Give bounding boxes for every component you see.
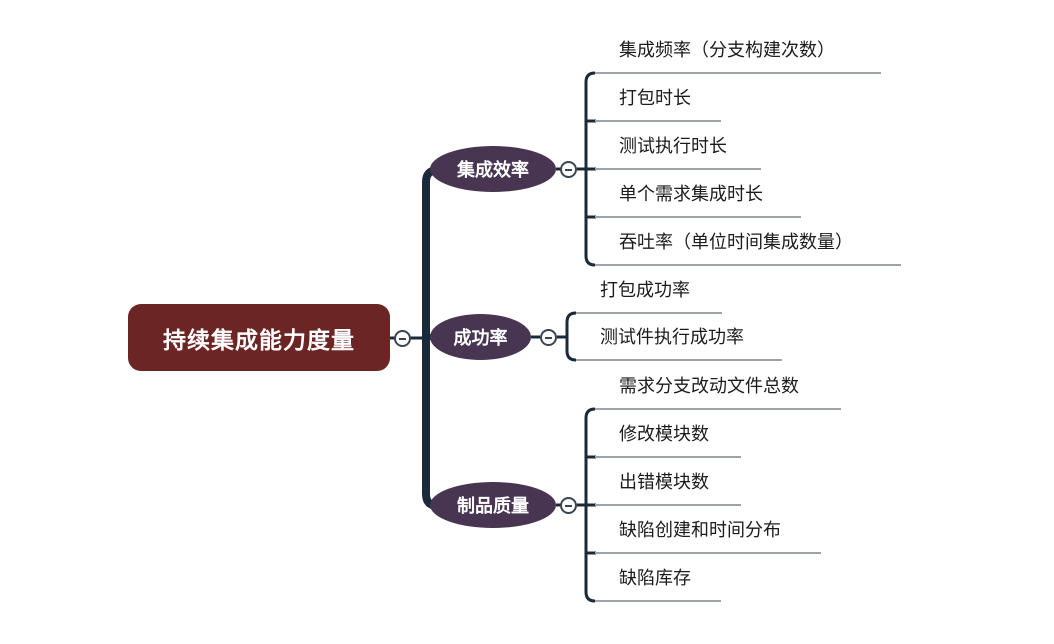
- branch-topic-success-rate[interactable]: 成功率: [430, 314, 531, 360]
- branch-3-collapse-button[interactable]: [560, 497, 577, 514]
- leaf-underline: [595, 168, 761, 170]
- leaf-packaging-duration[interactable]: 打包时长: [619, 88, 691, 109]
- leaf-throughput[interactable]: 吞吐率（单位时间集成数量）: [619, 232, 853, 253]
- leaf-underline: [576, 312, 722, 314]
- leaf-defect-time-distribution[interactable]: 缺陷创建和时间分布: [619, 520, 781, 541]
- branch-2-bracket: [565, 311, 577, 362]
- leaf-underline: [595, 456, 741, 458]
- leaf-underline: [595, 504, 741, 506]
- branch-topic-artifact-quality[interactable]: 制品质量: [430, 482, 556, 528]
- branch-2-collapse-button[interactable]: [540, 329, 557, 346]
- leaf-underline: [576, 359, 782, 361]
- root-collapse-button[interactable]: [394, 330, 411, 347]
- leaf-single-requirement-duration[interactable]: 单个需求集成时长: [619, 184, 763, 205]
- branch-topic-integration-efficiency[interactable]: 集成效率: [430, 146, 556, 192]
- leaf-integration-frequency[interactable]: 集成频率（分支构建次数）: [619, 40, 835, 61]
- leaf-test-execution-duration[interactable]: 测试执行时长: [619, 136, 727, 157]
- leaf-defect-inventory[interactable]: 缺陷库存: [619, 568, 691, 589]
- leaf-underline: [595, 72, 881, 74]
- leaf-changed-files-total[interactable]: 需求分支改动文件总数: [619, 376, 799, 397]
- leaf-underline: [595, 120, 721, 122]
- root-topic[interactable]: 持续集成能力度量: [128, 304, 390, 371]
- leaf-underline: [595, 264, 901, 266]
- branch-1-collapse-button[interactable]: [560, 161, 577, 178]
- leaf-underline: [595, 552, 821, 554]
- leaf-underline: [595, 216, 801, 218]
- leaf-modified-modules[interactable]: 修改模块数: [619, 424, 709, 445]
- leaf-underline: [595, 600, 721, 602]
- leaf-test-success-rate[interactable]: 测试件执行成功率: [600, 327, 744, 348]
- leaf-packaging-success-rate[interactable]: 打包成功率: [600, 280, 690, 301]
- leaf-error-modules[interactable]: 出错模块数: [619, 472, 709, 493]
- leaf-underline: [595, 408, 841, 410]
